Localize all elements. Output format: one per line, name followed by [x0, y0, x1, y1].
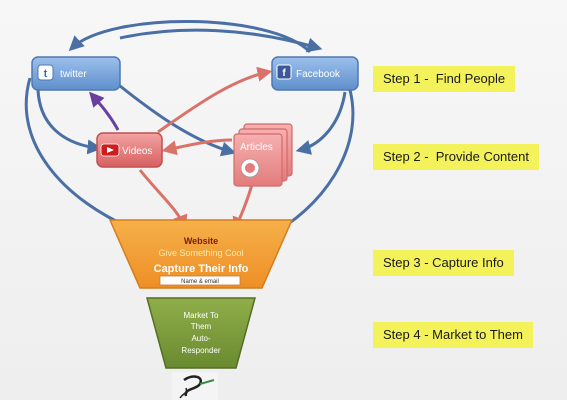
facebook-icon: f	[276, 64, 292, 80]
articles-stack: Articles	[233, 123, 293, 187]
market-line-4: Responder	[181, 346, 220, 355]
arrow-facebook-to-articles	[295, 91, 347, 155]
arrow-videos-to-twitter	[89, 91, 120, 131]
step-2-label: Step 2 - Provide Content	[373, 144, 539, 170]
market-line-3: Auto-	[191, 334, 210, 343]
twitter-box: t twitter	[31, 56, 121, 91]
website-text: Website	[184, 236, 218, 246]
step-1-label: Step 1 - Find People	[373, 66, 516, 92]
articles-label: Articles	[240, 142, 273, 153]
articles-badge-icon	[240, 158, 260, 178]
svg-text:t: t	[44, 68, 48, 80]
capture-text: Capture Their Info	[154, 263, 249, 275]
funnel-top: Website Give Something Cool Capture Thei…	[108, 219, 294, 289]
give-text: Give Something Cool	[158, 248, 243, 258]
step-3-label: Step 3 - Capture Info	[373, 250, 514, 276]
arrow-facebook-to-twitter	[68, 20, 312, 54]
arrow-videos-to-facebook	[157, 66, 273, 134]
funnel-market: Market To Them Auto- Responder	[146, 297, 256, 369]
arrow-videos-to-funnel	[138, 169, 188, 231]
arrow-twitter-to-facebook	[119, 28, 323, 53]
twitter-icon: t	[37, 64, 54, 81]
arrow-twitter-to-funnel	[24, 77, 145, 236]
youtube-icon	[100, 143, 120, 157]
arrow-twitter-to-videos	[36, 89, 103, 155]
videos-label: Videos	[122, 146, 152, 157]
step-4-label: Step 4 - Market to Them	[373, 322, 533, 348]
facebook-label: Facebook	[296, 69, 341, 80]
market-line-1: Market To	[184, 311, 220, 320]
name-email-field	[159, 275, 241, 286]
twitter-label: twitter	[60, 69, 87, 80]
blue-arrows	[24, 20, 355, 239]
arrow-articles-to-videos	[161, 138, 233, 156]
stylized-s-logo	[172, 372, 218, 400]
name-email-text: Name & email	[181, 279, 219, 285]
market-line-2: Them	[191, 322, 212, 331]
videos-box: Videos	[96, 132, 163, 168]
svg-text:f: f	[282, 68, 286, 79]
facebook-box: f Facebook	[271, 56, 359, 91]
